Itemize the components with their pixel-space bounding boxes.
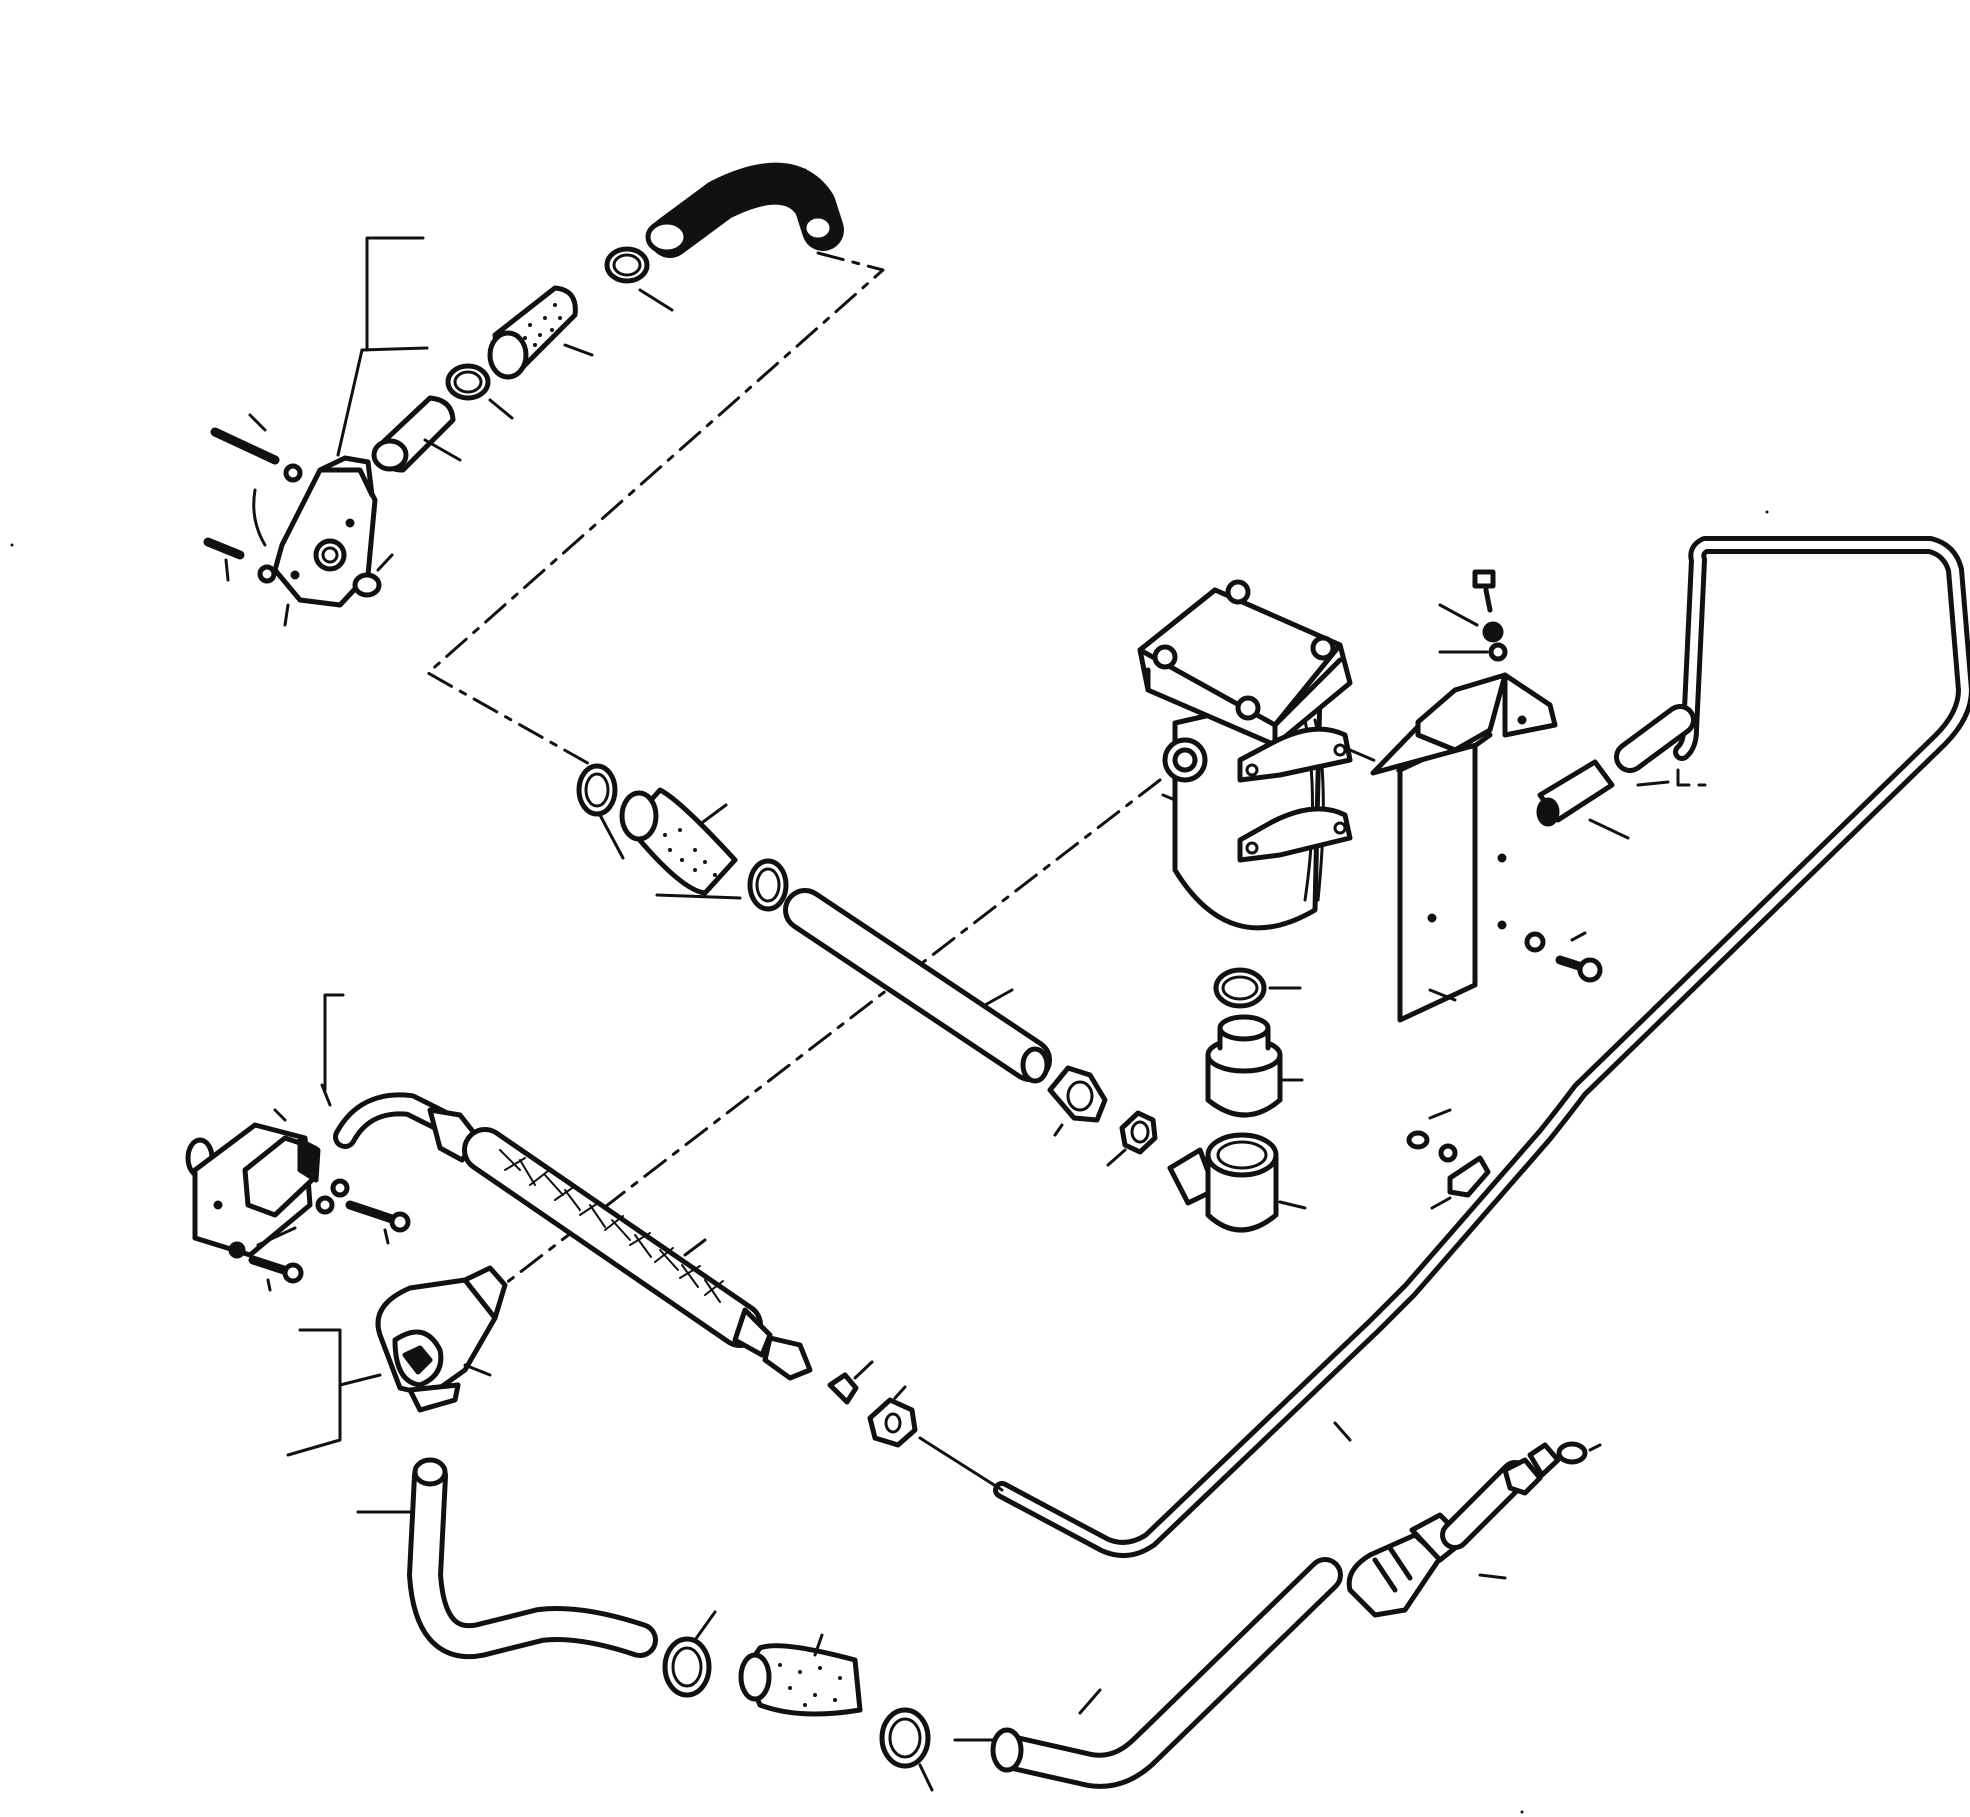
mid-filter-sleeve	[619, 787, 738, 896]
pipe-valve-fitting	[1536, 704, 1696, 840]
union-washer	[1106, 1110, 1158, 1167]
filter-fitting	[1205, 1014, 1304, 1118]
mid-hose-clamps	[576, 763, 789, 912]
sleeve-speckle	[523, 303, 562, 347]
braided-hose	[333, 1092, 813, 1381]
assembly-lines	[426, 251, 1717, 1302]
hose-end-fitting	[1346, 1441, 1602, 1618]
upper-elbow-hose	[645, 162, 844, 258]
lower-hose	[356, 1457, 658, 1660]
small-clip	[1406, 1108, 1491, 1210]
filter-mount-bracket	[1370, 672, 1558, 1023]
upper-callout-bracket	[336, 236, 429, 457]
mid-tube	[783, 888, 1052, 1084]
lower-pipe-fittings	[827, 1360, 1004, 1492]
hex-union	[1047, 1065, 1108, 1137]
lower-filter-sleeve	[738, 1633, 863, 1717]
return-pipe	[993, 536, 1970, 1558]
upper-filter-sleeve	[487, 285, 594, 380]
bracket-bolts	[1438, 569, 1603, 983]
upper-adapter-pipe	[371, 395, 462, 473]
lower-callout-bracket	[286, 993, 382, 1457]
upper-flange-fitting	[272, 455, 378, 627]
lower-flange-bolts	[228, 1178, 411, 1292]
upper-flange-bolts	[203, 413, 303, 584]
filter-mount-straps	[1237, 726, 1353, 863]
braid-pattern	[499, 1149, 724, 1303]
upper-hose-clamp	[604, 246, 674, 312]
filter-elbow-fitting	[1167, 1132, 1307, 1233]
scan-specks	[10, 510, 1769, 1814]
lower-flange-fitting	[185, 1108, 321, 1258]
swivel-elbow	[375, 1265, 508, 1413]
lower-pipe-end	[953, 1557, 1343, 1789]
upper-o-ring	[352, 553, 394, 598]
filter-o-ring	[1213, 967, 1302, 1009]
lower-clamps	[662, 1610, 934, 1792]
upper-inner-clamp	[445, 363, 514, 420]
